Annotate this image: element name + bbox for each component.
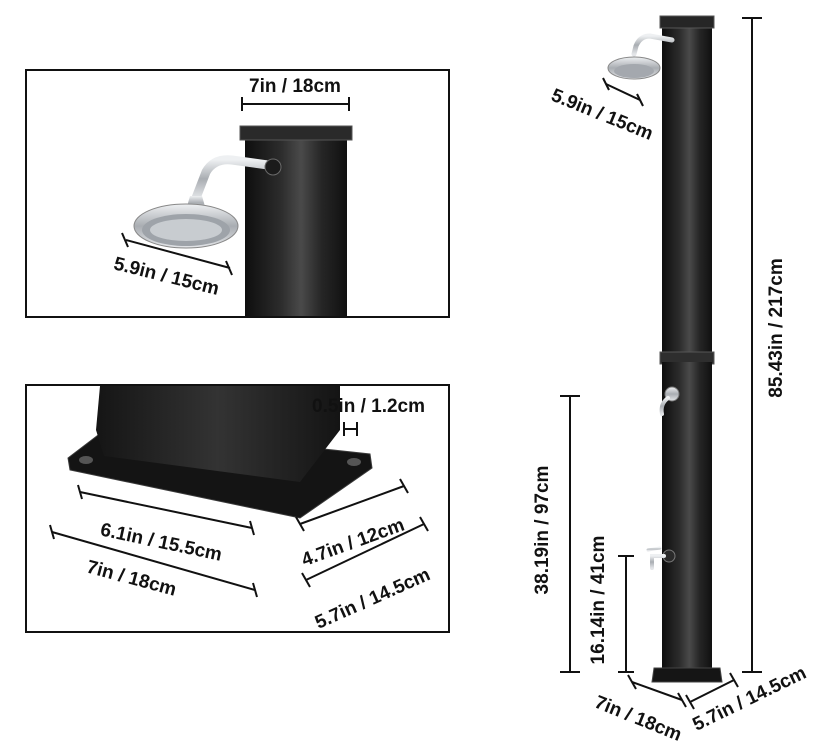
foot-front-label: 7in / 18cm (592, 692, 685, 746)
main-pole-cap (659, 15, 715, 29)
base-thickness-label: 0.5in / 1.2cm (312, 396, 425, 417)
base-detail-panel: 0.5in / 1.2cm 4.7in / 12cm 5.7in / 14.5c… (25, 384, 450, 634)
total-height-label: 85.43in / 217cm (766, 258, 787, 397)
head-main-label: 5.9in / 15cm (548, 85, 656, 145)
tap-icon (646, 546, 676, 570)
arm-joint (264, 158, 282, 176)
main-pole-upper (662, 22, 712, 356)
shower-head-icon (133, 196, 239, 249)
main-pole-foot (651, 667, 723, 683)
top-detail-panel: 7in / 18cm 5.9in / 15cm (25, 69, 450, 318)
mixer-knob-icon (659, 386, 680, 416)
main-pole-lower (662, 362, 712, 670)
base-housing (96, 386, 340, 482)
top-detail-frame (25, 69, 450, 318)
top-pole-cap (239, 125, 353, 141)
shower-arm (191, 155, 280, 203)
top-pole-body (245, 130, 347, 316)
base-bolt-hole-right (347, 458, 361, 466)
shower-head-icon (607, 56, 661, 80)
top-width-label: 7in / 18cm (249, 76, 341, 97)
base-bolt-hole-left (79, 456, 93, 464)
main-shower-arm (631, 33, 675, 57)
tap-height-label: 16.14in / 41cm (588, 536, 609, 665)
mid-height-label: 38.19in / 97cm (532, 466, 553, 595)
full-product-view: 5.9in / 15cm 85.43in / 217cm 38.19in / 9… (532, 15, 810, 746)
